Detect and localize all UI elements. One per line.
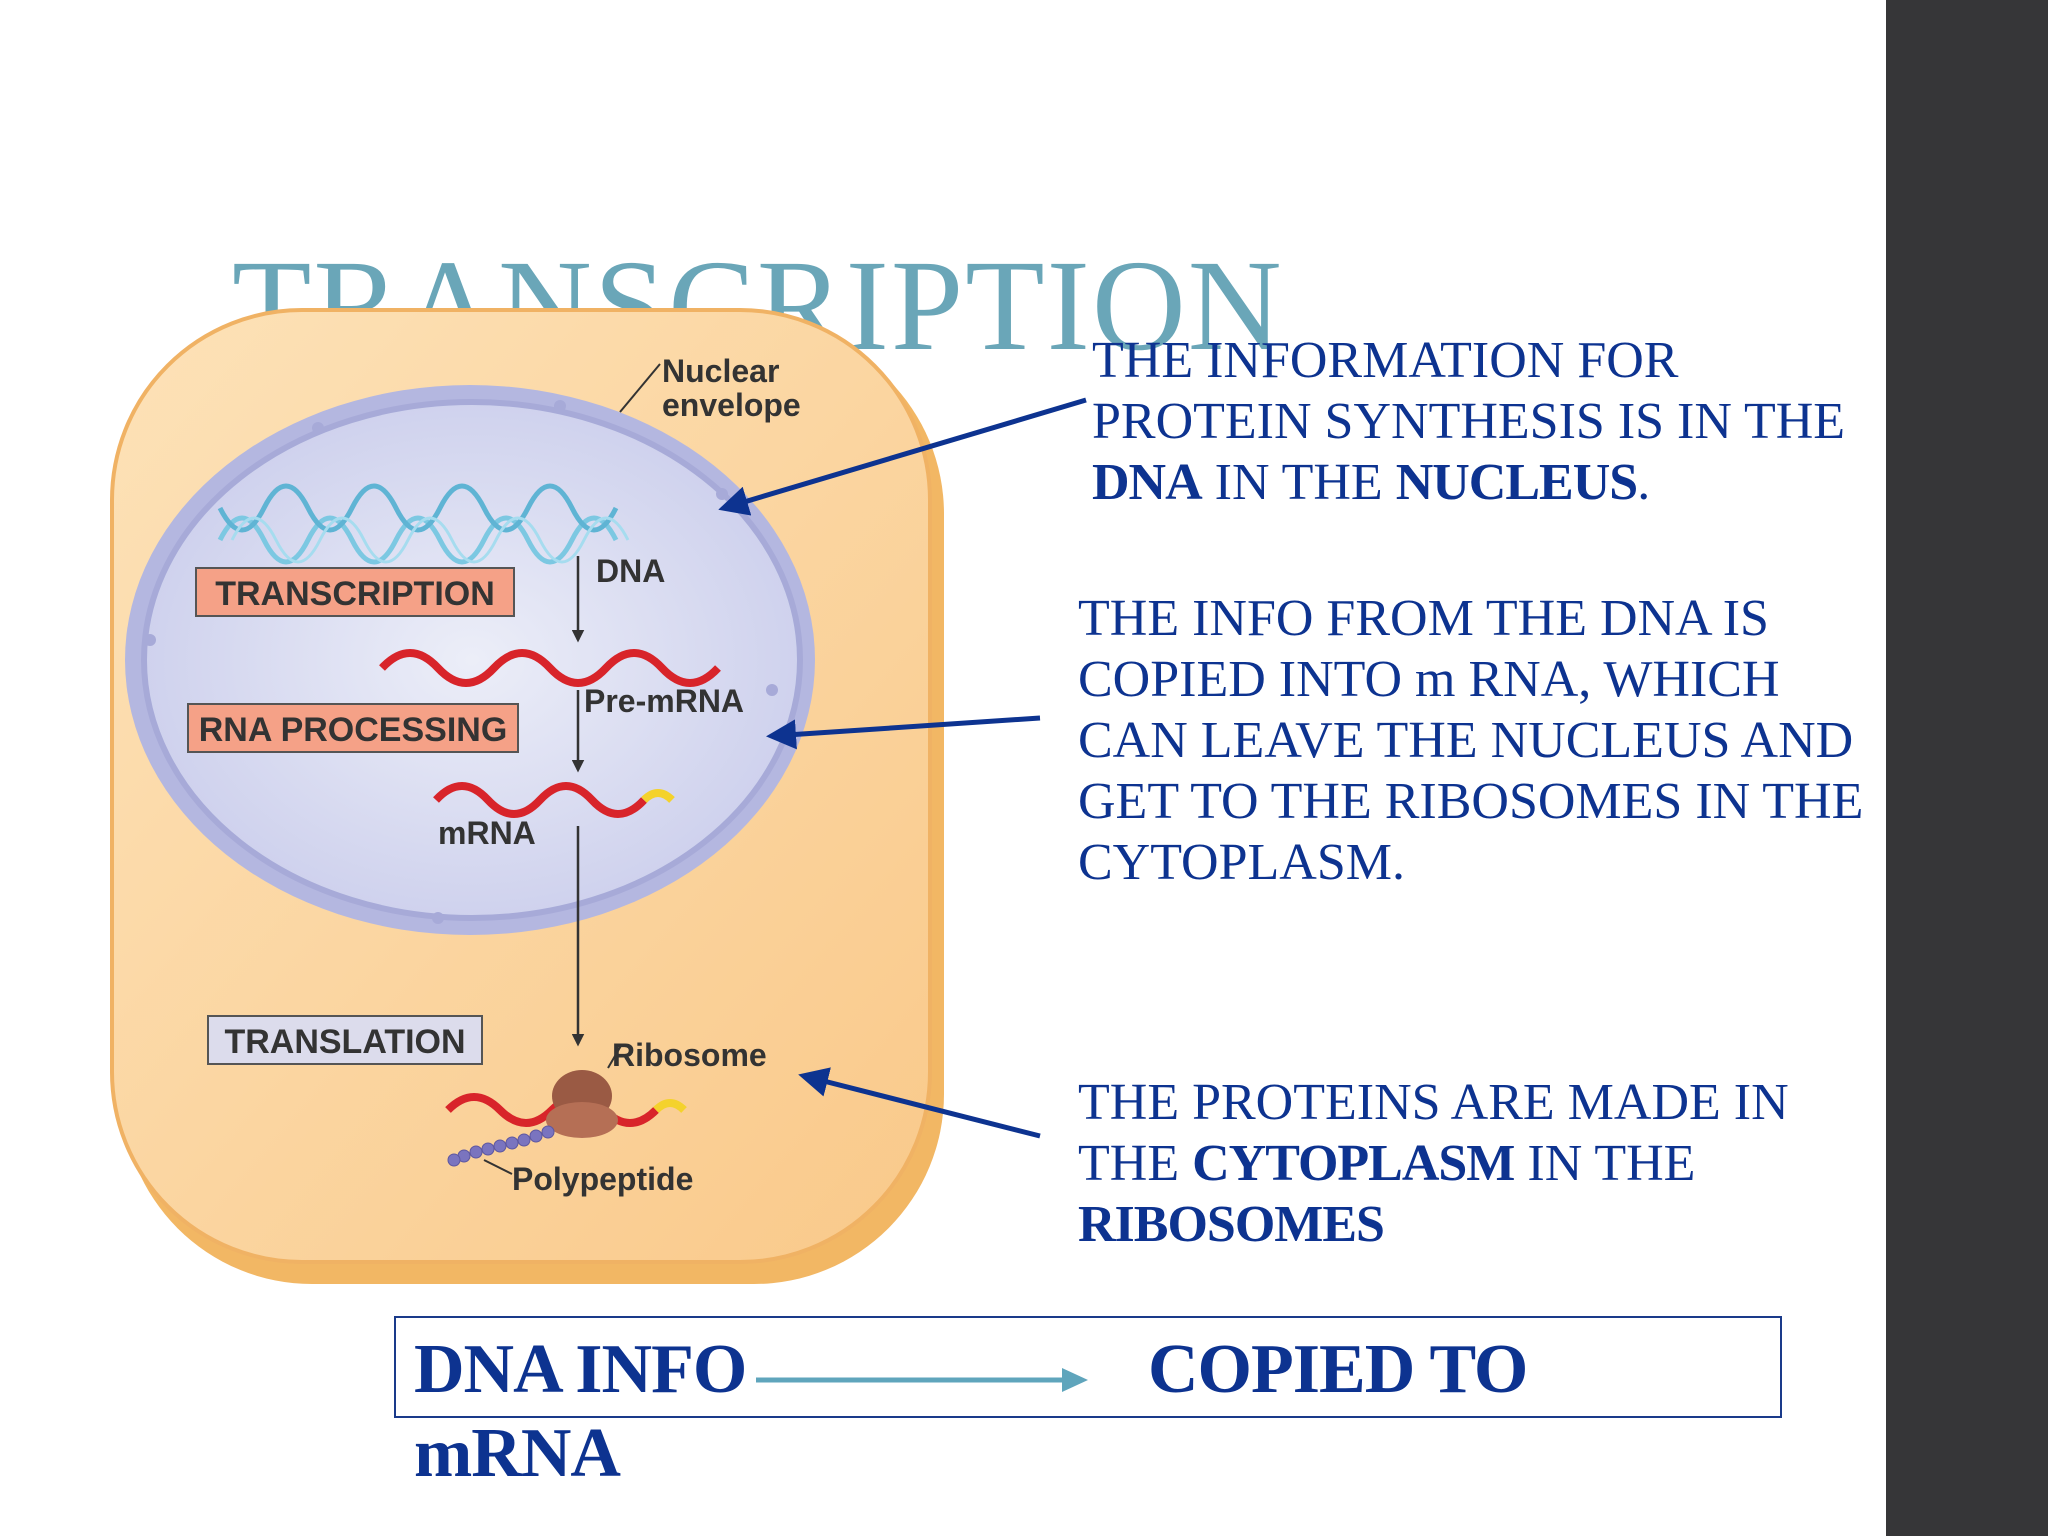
callout-nucleus-line1: THE INFORMATION FOR bbox=[1092, 332, 1679, 389]
mrna-tail bbox=[641, 789, 675, 803]
process-box-translation: TRANSLATION bbox=[207, 1015, 483, 1065]
callout-nucleus-line3: DNA IN THE NUCLEUS. bbox=[1092, 454, 1651, 511]
process-box-rna-processing: RNA PROCESSING bbox=[187, 703, 519, 753]
callout-proteins: THE PROTEINS ARE MADE IN THE CYTOPLASM I… bbox=[1078, 1072, 1789, 1255]
label-mrna: mRNA bbox=[438, 815, 536, 851]
term-ribosomes: RIBOSOMES bbox=[1078, 1196, 1385, 1253]
callout-proteins-line1: THE PROTEINS ARE MADE IN bbox=[1078, 1074, 1789, 1131]
term-nucleus: NUCLEUS bbox=[1395, 454, 1638, 511]
callout-arrow-nucleus bbox=[718, 397, 1087, 516]
ribosome-complex bbox=[445, 1070, 687, 1167]
callout-arrow-ribosome bbox=[798, 1067, 1041, 1139]
term-dna: DNA bbox=[1092, 454, 1203, 511]
summary-box bbox=[394, 1316, 1782, 1418]
label-nuclear: Nuclear bbox=[662, 353, 779, 389]
process-box-transcription: TRANSCRIPTION bbox=[195, 567, 515, 617]
label-ribosome: Ribosome bbox=[612, 1037, 767, 1073]
callout-mrna-line2: COPIED INTO m RNA, WHICH bbox=[1078, 651, 1780, 708]
callout-nucleus: THE INFORMATION FOR PROTEIN SYNTHESIS IS… bbox=[1092, 330, 1845, 513]
pre-mrna-strand bbox=[379, 649, 721, 687]
process-label-rna-processing: RNA PROCESSING bbox=[199, 711, 508, 749]
label-polypeptide: Polypeptide bbox=[512, 1161, 693, 1197]
dna-helix bbox=[217, 483, 630, 565]
label-pre-mrna: Pre-mRNA bbox=[584, 683, 744, 719]
callout-mrna: THE INFO FROM THE DNA IS COPIED INTO m R… bbox=[1078, 588, 1863, 893]
process-label-translation: TRANSLATION bbox=[224, 1023, 465, 1061]
callout-proteins-line2: THE CYTOPLASM IN THE bbox=[1078, 1135, 1696, 1192]
summary-arrow bbox=[756, 1368, 1088, 1392]
term-cytoplasm: CYTOPLASM bbox=[1192, 1135, 1515, 1192]
label-dna: DNA bbox=[596, 553, 665, 589]
label-leaders bbox=[483, 363, 661, 1175]
callout-mrna-line4: GET TO THE RIBOSOMES IN THE bbox=[1078, 773, 1864, 830]
summary-second-line: mRNA bbox=[414, 1415, 621, 1492]
slide: TRANSCRIPTION bbox=[110, 236, 1864, 1492]
callout-mrna-line1: THE INFO FROM THE DNA IS bbox=[1078, 590, 1769, 647]
process-label-transcription: TRANSCRIPTION bbox=[215, 575, 495, 613]
summary-right: COPIED TO bbox=[1148, 1331, 1528, 1408]
summary-left: DNA INFO bbox=[414, 1331, 747, 1408]
callout-mrna-line5: CYTOPLASM. bbox=[1078, 834, 1406, 891]
mrna-strand bbox=[433, 782, 647, 818]
label-envelope: envelope bbox=[662, 387, 801, 423]
callout-proteins-line3: RIBOSOMES bbox=[1078, 1194, 1789, 1255]
callout-arrow-mrna bbox=[766, 715, 1041, 750]
callout-nucleus-line2: PROTEIN SYNTHESIS IS IN THE bbox=[1092, 393, 1846, 450]
side-bar bbox=[1886, 0, 2048, 1536]
cell-diagram: Nuclear envelope DNA Pre-mRNA mRNA Ribos… bbox=[110, 308, 1088, 1392]
nucleus bbox=[125, 385, 815, 935]
callout-mrna-line3: CAN LEAVE THE NUCLEUS AND bbox=[1078, 712, 1854, 769]
